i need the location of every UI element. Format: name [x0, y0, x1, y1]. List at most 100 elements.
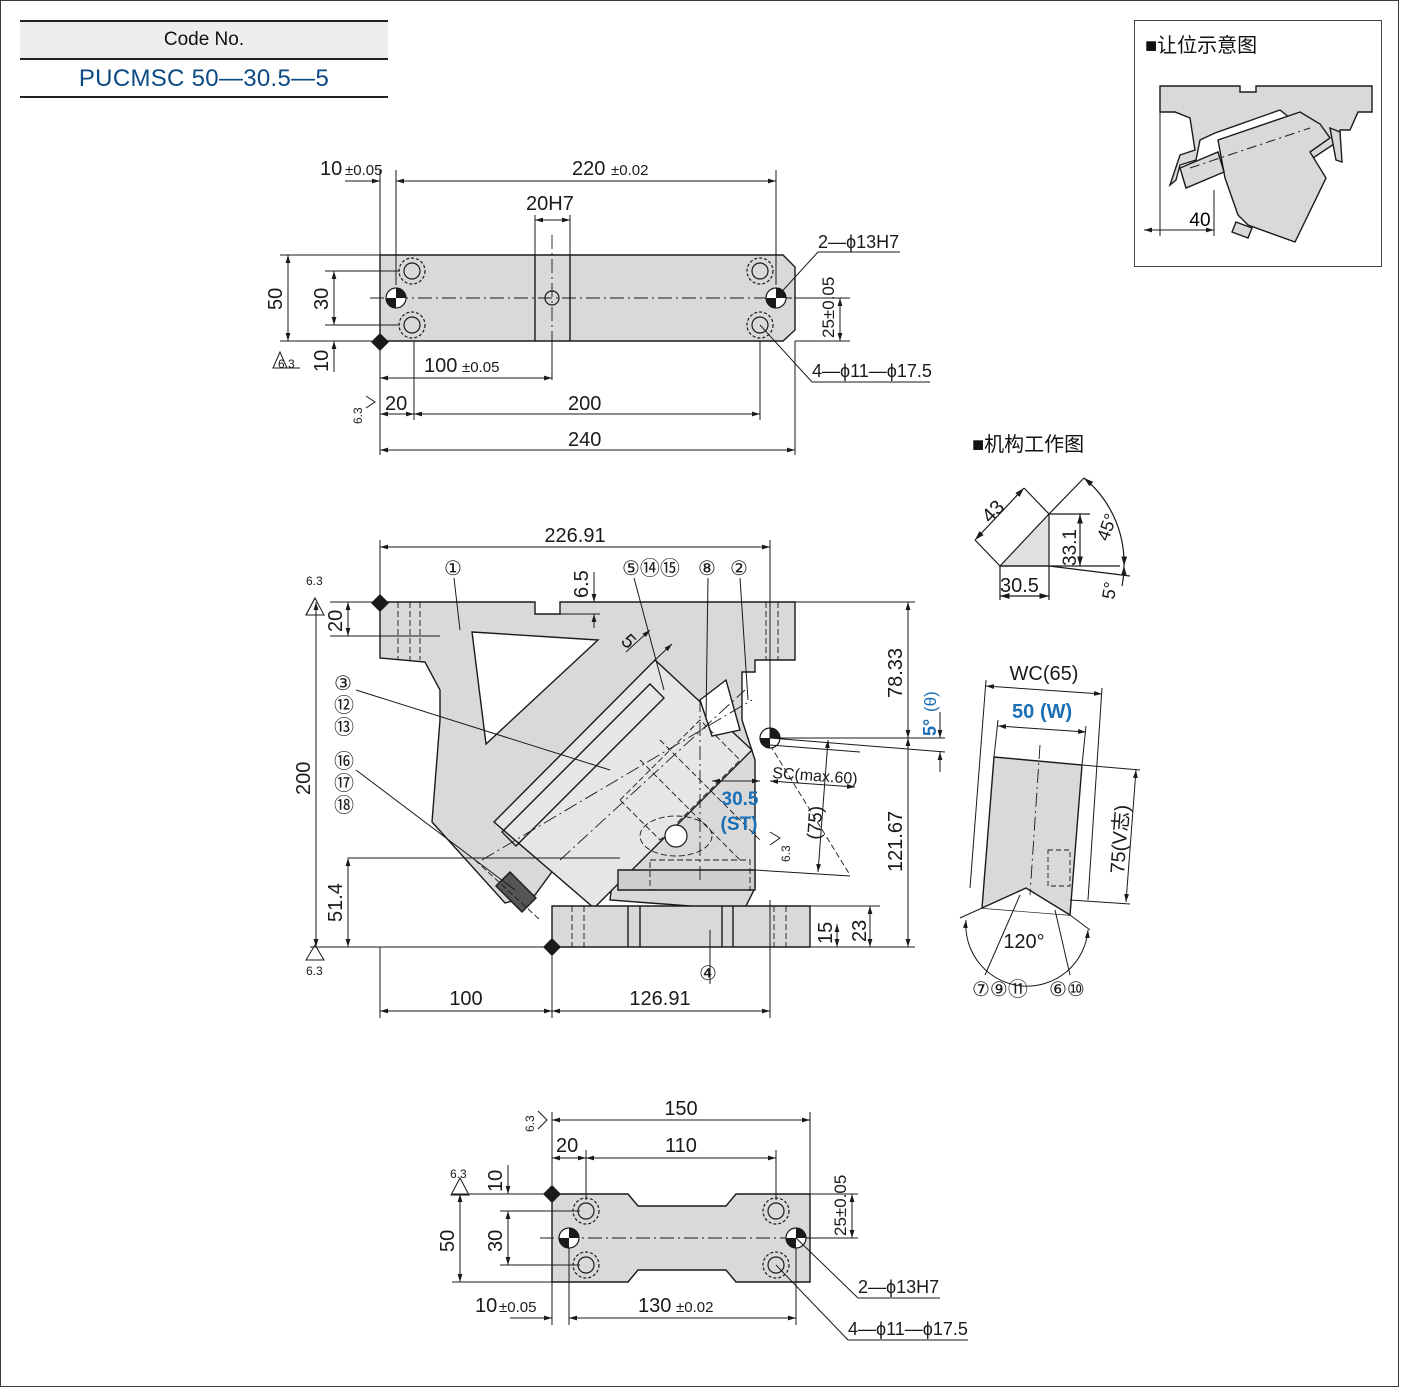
bottom-view-plate [540, 1193, 822, 1283]
dim-100-front: 100 [449, 988, 482, 1010]
dim-25-tol: 25±0.05 [819, 277, 838, 338]
top-view-dim-lines [272, 170, 930, 455]
stroke-label: (ST) [721, 814, 758, 835]
roughness-front-2: 6.3 [306, 964, 323, 978]
cam-dim-w-value: 50 [1012, 701, 1034, 723]
stroke-value: 30.5 [722, 789, 759, 810]
roughness-front-1: 6.3 [306, 574, 323, 588]
roughness-front-3: 6.3 [779, 845, 793, 862]
top-view-plate [370, 235, 810, 350]
bottom-view-datum-marks [543, 1185, 807, 1249]
cam-dim-w-label: (W) [1040, 701, 1072, 723]
angle-dim-5: 5° [1098, 580, 1121, 600]
part-1: ① [444, 558, 462, 580]
dim-150: 150 [664, 1098, 697, 1120]
dim-30-bottom: 30 [485, 1230, 507, 1252]
dim-226-91: 226.91 [544, 525, 605, 547]
inset-dim-40: 40 [1189, 210, 1210, 231]
angle-dim-30-5: 30.5 [1000, 575, 1039, 597]
dim-10-vertical: 10 [311, 350, 333, 372]
code-number-box: Code No. PUCMSC 50—30.5—5 [20, 20, 388, 98]
roughness-a: 6.3 [278, 357, 295, 371]
dim-110: 110 [665, 1135, 697, 1157]
dim-75-front: (75) [804, 805, 827, 840]
angle-diagram [974, 477, 1131, 600]
angle-5-deg: 5° [920, 719, 940, 736]
cam-parts-7-9-11: ⑦⑨⑪ [972, 978, 1028, 1001]
front-view-body [379, 601, 811, 948]
cam-view-dims [959, 679, 1141, 987]
hole-spec-11-17-bottom: 4—ϕ11—ϕ17.5 [848, 1319, 968, 1339]
dim-126-91: 126.91 [629, 988, 690, 1010]
cam-view-body [981, 744, 1083, 916]
angle-dim-33-1: 33.1 [1060, 529, 1081, 566]
dim-20h7: 20H7 [526, 193, 574, 215]
part-3: ③ [334, 673, 352, 695]
cam-dim-wc: WC(65) [1010, 663, 1079, 685]
front-view-dim-lines [305, 540, 946, 1018]
stroke-capacity: SC(max.60) [772, 765, 858, 788]
dim-20: 20 [385, 393, 407, 415]
part-13: ⑬ [334, 716, 354, 739]
part-8: ⑧ [698, 558, 716, 580]
part-18: ⑱ [334, 794, 354, 817]
dim-100: 100 [424, 355, 457, 377]
part-12: ⑫ [334, 694, 354, 717]
roughness-bottom-a: 6.3 [450, 1167, 467, 1181]
angle-theta: (θ) [921, 691, 940, 712]
code-number-header: Code No. [20, 20, 388, 60]
dim-20-bottom: 20 [556, 1135, 578, 1157]
dim-240: 240 [568, 429, 601, 451]
angle-dim-43: 43 [978, 496, 1009, 527]
dim-200: 200 [568, 393, 601, 415]
dim-30: 30 [311, 288, 333, 310]
part-2: ② [730, 558, 748, 580]
dim-10-bottom: 10 [485, 1170, 507, 1192]
hole-spec-11-17: 4—ϕ11—ϕ17.5 [812, 361, 932, 381]
clearance-inset-drawing [1144, 85, 1373, 243]
dim-25-bottom: 25±0.05 [831, 1175, 850, 1236]
dim-50: 50 [265, 288, 287, 310]
front-view-dim-text: 226.91 6.5 20 5 78.33 5° (θ) SC(max.60) … [293, 525, 940, 1010]
cam-pin-hole [664, 824, 688, 848]
front-view-centre-lines [481, 689, 753, 880]
dim-50-bottom: 50 [437, 1230, 459, 1252]
roughness-b: 6.3 [351, 407, 365, 424]
cam-angle-120: 120° [1003, 931, 1044, 953]
hole-spec-13h7-bottom: 2—ϕ13H7 [858, 1277, 939, 1297]
front-view-hidden-lines [397, 602, 851, 947]
tol-100: ±0.05 [462, 359, 499, 376]
code-number-value: PUCMSC 50—30.5—5 [20, 60, 388, 98]
mechanism-title: ■机构工作图 [972, 434, 1085, 456]
tol-10: ±0.05 [345, 162, 382, 179]
tol-10-bottom: ±0.05 [499, 1299, 536, 1316]
cam-view-text: WC(65) 50 (W) 75(V志) 120° ⑦⑨⑪ ⑥⑩ [972, 663, 1134, 1001]
top-view-dim-text: 10 ±0.05 220 ±0.02 20H7 2—ϕ13H7 4—ϕ11—ϕ1… [265, 158, 932, 451]
tol-220: ±0.02 [611, 162, 648, 179]
cam-parts-6-10: ⑥⑩ [1049, 979, 1085, 1001]
roughness-bottom-b: 6.3 [523, 1115, 537, 1132]
bottom-view-dim-text: 150 20 110 10 30 50 25±0.05 10 ±0.05 130… [437, 1098, 968, 1339]
dim-23: 23 [849, 920, 871, 942]
bottom-view-dim-lines [450, 1110, 968, 1341]
hole-spec-13h7: 2—ϕ13H7 [818, 232, 899, 252]
clearance-inset-title: ■让位示意图 [1145, 35, 1258, 57]
dim-6-5: 6.5 [571, 570, 593, 598]
dim-200-front: 200 [293, 762, 315, 795]
dim-220: 220 [572, 158, 605, 180]
dim-10: 10 [320, 158, 342, 180]
dim-10-lower: 10 [475, 1295, 497, 1317]
angle-dim-45: 45° [1093, 511, 1121, 543]
dim-130: 130 [638, 1295, 671, 1317]
tol-130: ±0.02 [676, 1299, 713, 1316]
dim-121-67: 121.67 [885, 811, 907, 872]
part-16: ⑯ [334, 750, 354, 773]
part-4: ④ [699, 963, 717, 985]
part-17: ⑰ [334, 772, 354, 795]
dim-78-33: 78.33 [885, 648, 907, 698]
cam-dim-v: 75(V志) [1106, 804, 1134, 874]
dim-15: 15 [815, 922, 837, 944]
dim-51-4: 51.4 [325, 883, 347, 922]
